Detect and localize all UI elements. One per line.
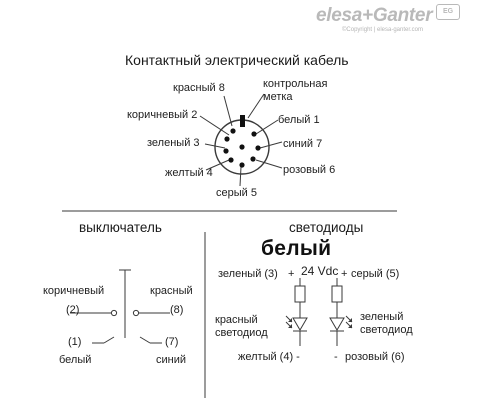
switch-label-brown: коричневый bbox=[43, 285, 105, 297]
led-plus-left: + bbox=[288, 268, 295, 280]
led-left-arrowhead-2 bbox=[288, 324, 292, 328]
led-section-title: светодиоды bbox=[289, 220, 364, 235]
pin-4 bbox=[228, 157, 234, 163]
leader-red8 bbox=[223, 95, 233, 127]
leader-yellow4 bbox=[205, 159, 230, 171]
brand-badge-icon: EG bbox=[436, 4, 460, 20]
switch-no-blade bbox=[103, 336, 115, 344]
led-voltage: 24 Vdc bbox=[301, 264, 339, 278]
switch-label-blue-num: (7) bbox=[165, 336, 179, 348]
led-plus-right: + bbox=[341, 268, 348, 280]
label-gray-5: серый 5 bbox=[216, 187, 257, 199]
pin-7 bbox=[255, 145, 261, 151]
connector-key-marker bbox=[240, 115, 245, 127]
diagram-title: Контактный электрический кабель bbox=[125, 52, 349, 68]
brand-copyright: ©Copyright | elesa-ganter.com bbox=[342, 27, 424, 33]
led-right-resistor bbox=[331, 285, 343, 303]
led-label-yellow: желтый (4) - bbox=[238, 351, 300, 363]
led-label-green: зеленый (3) bbox=[218, 268, 278, 280]
switch-label-red: красный bbox=[150, 285, 193, 297]
switch-label-white: белый bbox=[59, 354, 92, 366]
label-red-8: красный 8 bbox=[173, 82, 225, 94]
label-green-3: зеленый 3 bbox=[147, 137, 200, 149]
leader-pink6 bbox=[255, 159, 283, 169]
label-white-1: белый 1 bbox=[278, 114, 320, 126]
label-blue-7: синий 7 bbox=[283, 138, 323, 150]
label-brown-2: коричневый 2 bbox=[127, 109, 198, 121]
pin-3 bbox=[223, 148, 229, 154]
pin-5 bbox=[239, 162, 245, 168]
led-right-arrowhead-1 bbox=[348, 318, 352, 322]
label-pink-6: розовый 6 bbox=[283, 164, 336, 176]
pin-2 bbox=[224, 136, 230, 142]
switch-label-white-num: (1) bbox=[68, 336, 82, 348]
led-left-resistor bbox=[294, 285, 306, 303]
label-marker: контрольная метка bbox=[263, 78, 328, 103]
label-yellow-4: желтый 4 bbox=[165, 167, 213, 179]
pin-6 bbox=[250, 156, 256, 162]
leader-marker bbox=[247, 93, 265, 119]
led-color-label: белый bbox=[261, 237, 332, 260]
leader-blue7 bbox=[259, 141, 283, 149]
led-left-arrowhead-1 bbox=[288, 318, 292, 322]
leader-gray5 bbox=[239, 166, 242, 187]
pin-center bbox=[239, 144, 245, 150]
brand-logo: elesa+Ganter bbox=[316, 5, 433, 26]
switch-label-blue: синий bbox=[156, 354, 187, 366]
switch-no-blade-2 bbox=[139, 336, 151, 344]
switch-terminal-left bbox=[110, 309, 118, 317]
led-right-diode bbox=[329, 317, 345, 331]
led-right-arrowhead-2 bbox=[348, 324, 352, 328]
led-label-red-led: красный светодиод bbox=[215, 314, 268, 339]
led-label-pink: розовый (6) bbox=[345, 351, 405, 363]
switch-terminal-right bbox=[132, 309, 140, 317]
led-left-diode bbox=[292, 317, 308, 331]
switch-label-brown-num: (2) bbox=[66, 304, 80, 316]
pin-1 bbox=[251, 131, 257, 137]
switch-label-red-num: (8) bbox=[170, 304, 184, 316]
leader-green3 bbox=[204, 143, 226, 149]
leader-white1 bbox=[255, 119, 279, 135]
leader-brown2 bbox=[199, 115, 230, 136]
led-label-gray: серый (5) bbox=[351, 268, 400, 280]
led-minus-right: - bbox=[334, 351, 338, 363]
switch-section-title: выключатель bbox=[79, 220, 162, 235]
led-label-green-led: зеленый светодиод bbox=[360, 311, 413, 336]
pin-8 bbox=[230, 128, 236, 134]
